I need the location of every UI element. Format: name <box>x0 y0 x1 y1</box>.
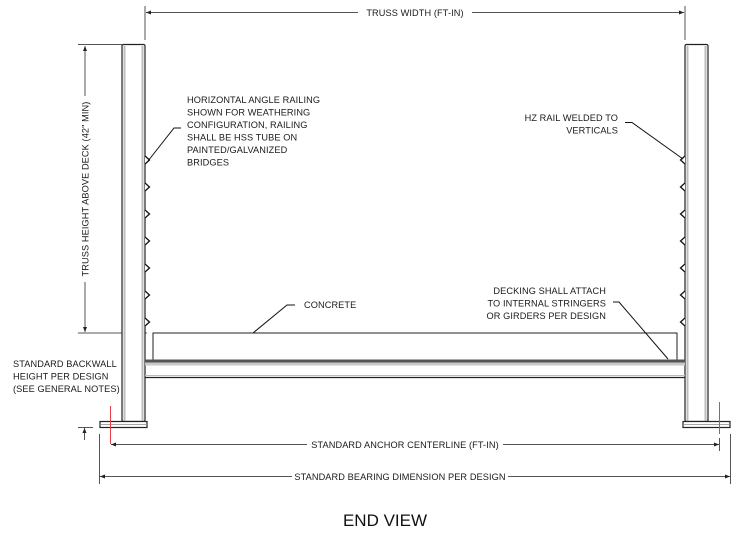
decking-note-line-3: OR GIRDERS PER DESIGN <box>486 311 606 321</box>
left-rail-angle <box>144 263 151 273</box>
left-rail-angle <box>144 209 151 219</box>
right-rail-angle <box>679 209 686 219</box>
left-rail-angle <box>144 236 151 246</box>
backwall-note-line-1: STANDARD BACKWALL <box>13 359 117 369</box>
left-post <box>99 43 148 429</box>
right-rail-angle <box>679 236 686 246</box>
railing-note-line-1: HORIZONTAL ANGLE RAILING <box>187 95 320 105</box>
left-rail-angles <box>144 155 151 327</box>
backwall-note-line-2: HEIGHT PER DESIGN <box>13 372 108 382</box>
left-rail-angle <box>144 182 151 192</box>
railing-note-line-5: PAINTED/GALVANIZED <box>187 145 288 155</box>
backwall-note: STANDARD BACKWALL HEIGHT PER DESIGN (SEE… <box>13 359 120 394</box>
concrete-note-label: CONCRETE <box>304 300 356 310</box>
hz-rail-note-line-1: HZ RAIL WELDED TO <box>525 113 618 123</box>
decking-note: DECKING SHALL ATTACH TO INTERNAL STRINGE… <box>486 286 669 360</box>
railing-note-line-4: SHALL BE HSS TUBE ON <box>187 133 297 143</box>
concrete-note: CONCRETE <box>252 300 356 334</box>
right-rail-angle <box>679 182 686 192</box>
hz-rail-note: HZ RAIL WELDED TO VERTICALS <box>525 113 684 160</box>
right-rail-angles <box>679 155 686 327</box>
right-rail-angle <box>679 155 686 165</box>
hz-rail-note-line-2: VERTICALS <box>566 126 618 136</box>
left-rail-angle <box>144 290 151 300</box>
anchor-centerline-dimension: STANDARD ANCHOR CENTERLINE (FT-IN) <box>111 438 720 451</box>
hz-rail-note-leader <box>625 122 684 160</box>
bearing-dimension: STANDARD BEARING DIMENSION PER DESIGN <box>99 434 731 484</box>
left-rail-angle <box>144 155 151 165</box>
concrete-deck <box>152 332 678 361</box>
railing-note-line-2: SHOWN FOR WEATHERING <box>187 108 310 118</box>
truss-width-label: TRUSS WIDTH (FT-IN) <box>366 8 463 18</box>
anchor-centerline-label: STANDARD ANCHOR CENTERLINE (FT-IN) <box>311 440 499 450</box>
railing-note-line-3: CONFIGURATION, RAILING <box>187 120 307 130</box>
truss-height-label: TRUSS HEIGHT ABOVE DECK (42" MIN) <box>81 102 91 277</box>
right-rail-angle <box>679 290 686 300</box>
railing-note-leader <box>147 127 181 162</box>
floor-beam <box>145 359 685 379</box>
decking-note-leader <box>613 301 669 360</box>
railing-note: HORIZONTAL ANGLE RAILING SHOWN FOR WEATH… <box>147 95 320 168</box>
truss-width-dimension: TRUSS WIDTH (FT-IN) <box>144 6 686 40</box>
bearing-dimension-label: STANDARD BEARING DIMENSION PER DESIGN <box>294 472 505 482</box>
right-rail-angle <box>679 263 686 273</box>
drawing-title: END VIEW <box>343 511 427 530</box>
concrete-note-leader <box>252 304 295 334</box>
railing-note-line-6: BRIDGES <box>187 158 229 168</box>
backwall-note-line-3: (SEE GENERAL NOTES) <box>13 384 120 394</box>
floor-beam-top-flange <box>145 359 685 363</box>
left-rail-angle <box>144 317 151 327</box>
right-rail-angle <box>679 317 686 327</box>
decking-note-line-2: TO INTERNAL STRINGERS <box>488 299 607 309</box>
right-post <box>682 43 731 429</box>
backwall-height-marker <box>78 427 93 440</box>
decking-note-line-1: DECKING SHALL ATTACH <box>493 286 606 296</box>
